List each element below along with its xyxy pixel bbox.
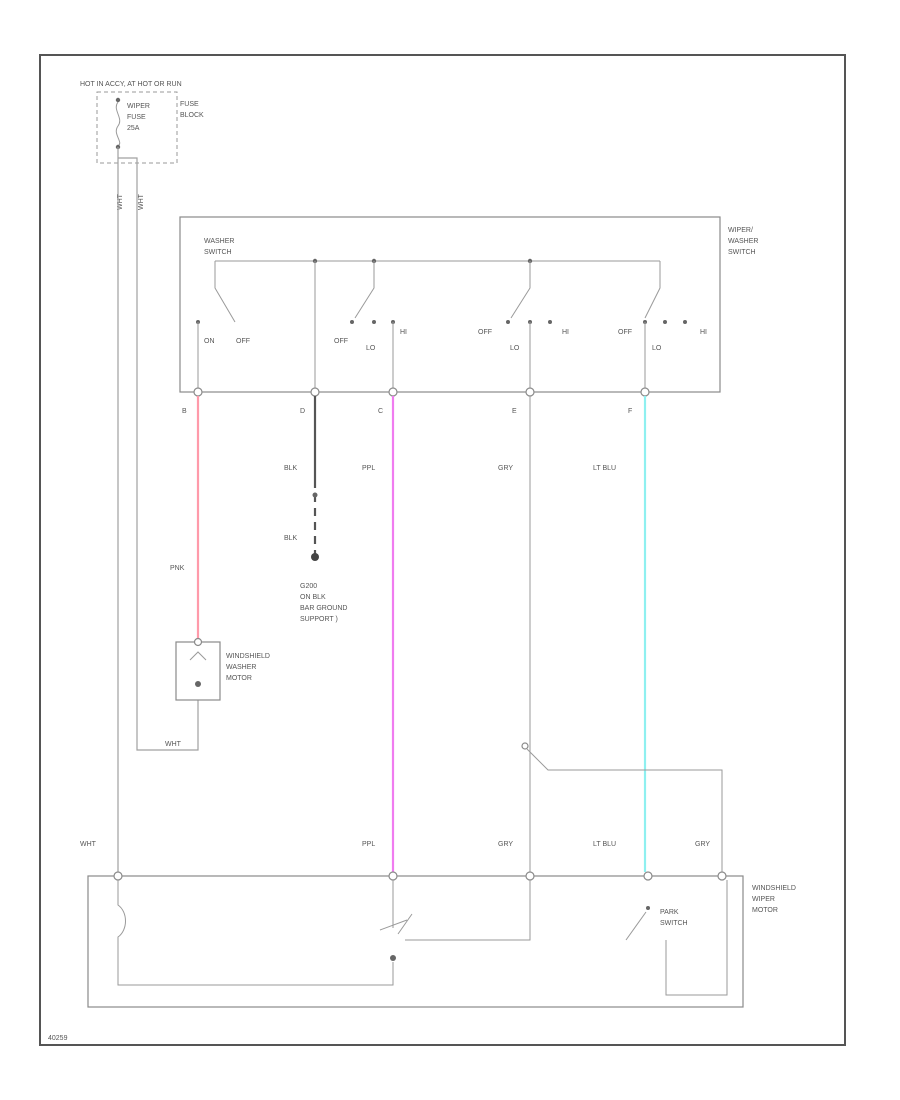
fuse-top-terminal [115,97,121,103]
switch-pin-c-connector [388,387,398,397]
wiper-switch-3-contact [510,261,531,319]
switch-2-lo-terminal [372,320,376,324]
park-switch-contact [625,911,647,941]
park-feed-wire [526,748,723,872]
wiper-motor-gry-connector-2 [717,871,727,881]
wiper-motor-brush [390,955,396,961]
wiper-motor-label-1: WINDSHIELD [752,885,796,892]
wiper-switch-4-contact [644,261,661,319]
ppl-motor-wire-label: PPL [362,841,375,848]
blk-wire-label-1: BLK [284,465,298,472]
wiper-motor-wht-connector [113,871,123,881]
ppl-wire-label: PPL [362,465,375,472]
switch-2-lo-label: LO [366,345,376,352]
washer-on-label: ON [204,338,215,345]
switch-2-off-terminal [350,320,354,324]
washer-motor-connector [193,637,203,647]
figure-id: 40259 [48,1035,68,1042]
switch-4-hi-label: HI [700,329,707,336]
switch-label-3: SWITCH [728,249,756,256]
wiper-motor-ppl-connector [388,871,398,881]
switch-pin-e-label: E [512,408,517,415]
washer-off-label: OFF [236,338,250,345]
switch-4-lo-terminal [663,320,667,324]
wiper-motor-label-2: WIPER [752,896,775,903]
washer-switch-contact [214,261,236,323]
switch-2-off-label: OFF [334,338,348,345]
fuse-rating-label: 25A [127,125,140,132]
blk-wire-splice [312,492,318,498]
washer-motor-ground [195,681,201,687]
switch-3-lo-label: LO [510,345,520,352]
washer-motor-box [175,641,221,701]
gry-motor-wire-label-1: GRY [498,841,513,848]
blk-wire-label-2: BLK [284,535,298,542]
power-source-label: HOT IN ACCY, AT HOT OR RUN [80,81,182,88]
ground-label-4: SUPPORT ) [300,616,338,623]
switch-3-off-terminal [506,320,510,324]
switch-pin-b-connector [193,387,203,397]
park-switch-label-2: SWITCH [660,920,688,927]
wiper-washer-switch-box [179,216,721,393]
ground-label-3: BAR GROUND [300,605,347,612]
wiper-motor-gry-connector-1 [525,871,535,881]
wiper-motor-box [87,875,744,1008]
park-switch-label-1: PARK [660,909,679,916]
washer-switch-label-1: WASHER [204,238,234,245]
park-switch-terminal [646,906,650,910]
switch-3-hi-label: HI [562,329,569,336]
lt-blu-motor-wire-label: LT BLU [593,841,616,848]
wht-feed-wire-to-washer [118,157,199,751]
switch-3-hi-terminal [548,320,552,324]
fuse-wire-label-left: WHT [117,193,124,210]
park-switch-loop [665,880,728,996]
switch-pin-b-label: B [182,408,187,415]
ground-label-1: G200 [300,583,317,590]
washer-switch-label-2: SWITCH [204,249,232,256]
switch-4-off-label: OFF [618,329,632,336]
fuse-block-label-2: BLOCK [180,112,204,119]
diagram-frame [39,54,846,1046]
switch-pin-d-label: D [300,408,305,415]
wiper-motor-armature [379,880,531,941]
switch-4-hi-terminal [683,320,687,324]
wht-washer-wire-label: WHT [165,741,182,748]
ground-label-2: ON BLK [300,594,326,601]
fuse-block-label-1: FUSE [180,101,199,108]
switch-pin-c-label: C [378,408,383,415]
wht-motor-wire-label: WHT [80,841,97,848]
circuit-breaker-symbol [117,880,394,986]
lt-blu-wire-label: LT BLU [593,465,616,472]
wiper-motor-lt-blu-connector [643,871,653,881]
washer-motor-label-3: MOTOR [226,675,252,682]
washer-motor-symbol [189,651,207,661]
washer-motor-label-2: WASHER [226,664,256,671]
washer-motor-label-1: WINDSHIELD [226,653,270,660]
ground-g200-point [311,553,319,561]
switch-pin-f-connector [640,387,650,397]
switch-pin-e-connector [525,387,535,397]
park-feed-splice [521,742,529,750]
switch-4-lo-label: LO [652,345,662,352]
pnk-wire-label: PNK [170,565,185,572]
switch-label-2: WASHER [728,238,758,245]
switch-pin-d-connector [310,387,320,397]
switch-2-hi-label: HI [400,329,407,336]
gry-motor-wire-label-2: GRY [695,841,710,848]
fuse-type-label: FUSE [127,114,146,121]
wiper-motor-label-3: MOTOR [752,907,778,914]
switch-3-off-label: OFF [478,329,492,336]
fuse-name-label: WIPER [127,103,150,110]
switch-label-1: WIPER/ [728,227,753,234]
fuse-symbol [115,101,121,147]
wiper-switch-2-contact [354,261,375,319]
fuse-wire-label-right: WHT [138,193,145,210]
switch-pin-f-label: F [628,408,632,415]
gry-wire-label: GRY [498,465,513,472]
